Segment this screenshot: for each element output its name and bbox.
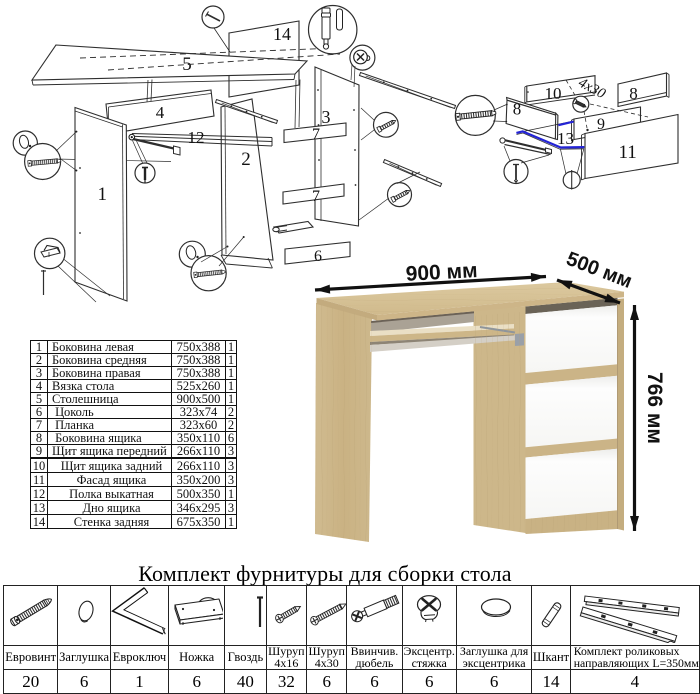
svg-text:5: 5: [182, 54, 192, 75]
svg-text:7: 7: [312, 126, 320, 143]
svg-text:10: 10: [545, 84, 562, 103]
svg-text:8: 8: [513, 100, 522, 119]
svg-text:7: 7: [312, 188, 320, 205]
svg-text:14: 14: [273, 24, 291, 44]
svg-text:12: 12: [188, 128, 205, 147]
svg-text:9: 9: [597, 116, 605, 133]
svg-text:3: 3: [322, 107, 331, 127]
svg-text:766 мм: 766 мм: [643, 372, 666, 444]
svg-text:8: 8: [629, 84, 638, 103]
svg-text:6: 6: [314, 248, 322, 265]
svg-text:11: 11: [618, 142, 636, 163]
svg-text:1: 1: [98, 184, 108, 205]
svg-text:900 мм: 900 мм: [405, 259, 478, 286]
svg-text:13: 13: [557, 129, 574, 148]
svg-text:4: 4: [156, 103, 165, 122]
svg-text:2: 2: [241, 149, 251, 170]
